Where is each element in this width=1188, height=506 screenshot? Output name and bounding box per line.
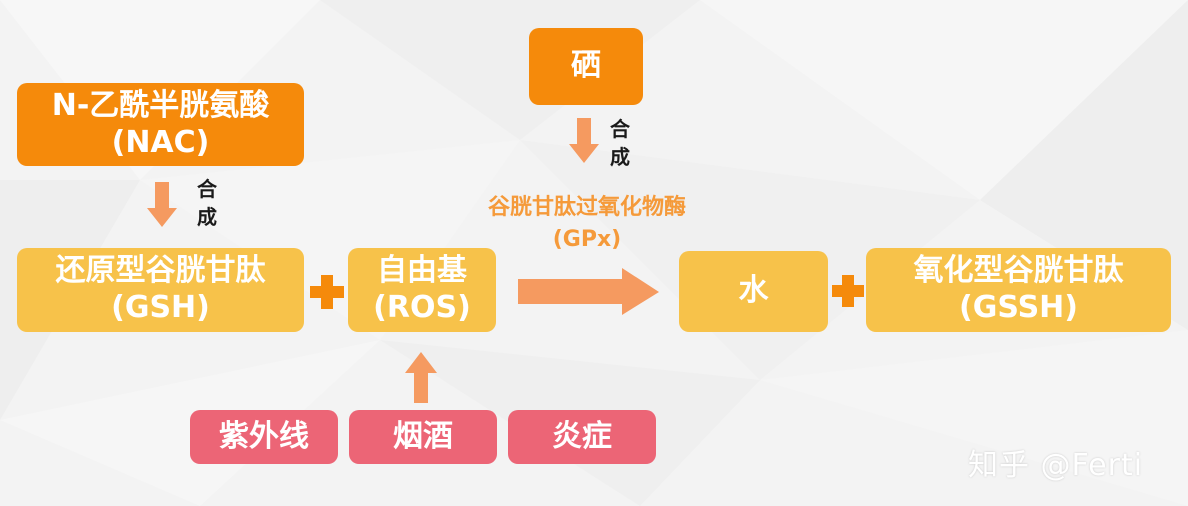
selenium-label: 硒	[571, 48, 601, 84]
gssh-name: 氧化型谷胱甘肽	[913, 253, 1124, 289]
nac-box: N-乙酰半胱氨酸 (NAC)	[17, 83, 304, 166]
ros-box: 自由基 (ROS)	[348, 248, 496, 332]
gsh-name: 还原型谷胱甘肽	[55, 253, 266, 289]
enzyme-abbr: (GPx)	[552, 226, 622, 252]
uv-box: 紫外线	[190, 410, 338, 464]
synthesis-label-left: 合成	[197, 177, 217, 229]
gssh-box: 氧化型谷胱甘肽 (GSSH)	[866, 248, 1171, 332]
up-arrow-causes	[405, 352, 437, 403]
gsh-abbr: (GSH)	[111, 290, 210, 325]
nac-name: N-乙酰半胱氨酸	[51, 87, 270, 123]
enzyme-label: 谷胱甘肽过氧化物酶 (GPx)	[455, 192, 719, 256]
gssh-abbr: (GSSH)	[958, 290, 1079, 325]
enzyme-name: 谷胱甘肽过氧化物酶	[487, 195, 686, 220]
nac-abbr: (NAC)	[111, 124, 210, 160]
selenium-box: 硒	[529, 28, 643, 105]
uv-label: 紫外线	[219, 418, 309, 454]
water-box: 水	[679, 251, 828, 332]
right-arrow-reaction	[518, 268, 659, 315]
watermark: 知乎 @Ferti	[968, 448, 1144, 483]
ros-name: 自由基	[377, 253, 467, 289]
smoking-drinking-label: 烟酒	[393, 418, 453, 454]
water-label: 水	[738, 273, 769, 309]
gsh-box: 还原型谷胱甘肽 (GSH)	[17, 248, 304, 332]
down-arrow-selenium	[569, 118, 599, 163]
inflammation-label: 炎症	[552, 418, 612, 454]
ros-abbr: (ROS)	[373, 290, 471, 325]
smoking-drinking-box: 烟酒	[349, 410, 497, 464]
inflammation-box: 炎症	[508, 410, 656, 464]
synthesis-label-top: 合成	[610, 117, 630, 169]
plus-icon-water-gssh	[832, 275, 864, 307]
plus-icon-gsh-ros	[310, 275, 344, 309]
down-arrow-nac	[147, 182, 177, 227]
